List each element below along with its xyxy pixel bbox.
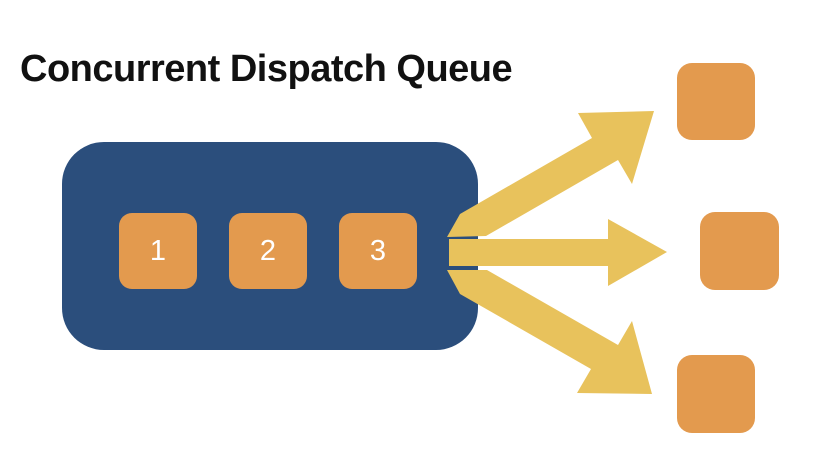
arrow-straight-icon: [449, 219, 667, 286]
page-title: Concurrent Dispatch Queue: [20, 48, 513, 90]
task-item-1[interactable]: 1: [119, 213, 197, 289]
task-item-3[interactable]: 3: [339, 213, 417, 289]
arrow-down-icon: [447, 270, 652, 394]
target-square-top[interactable]: [677, 63, 755, 140]
task-label: 2: [259, 234, 277, 267]
task-item-2[interactable]: 2: [229, 213, 307, 289]
task-label: 1: [149, 234, 167, 267]
target-square-middle[interactable]: [700, 212, 779, 290]
task-list: 1 2 3: [119, 213, 417, 289]
arrow-up-icon: [447, 111, 654, 237]
target-square-bottom[interactable]: [677, 355, 755, 433]
task-label: 3: [369, 234, 387, 267]
